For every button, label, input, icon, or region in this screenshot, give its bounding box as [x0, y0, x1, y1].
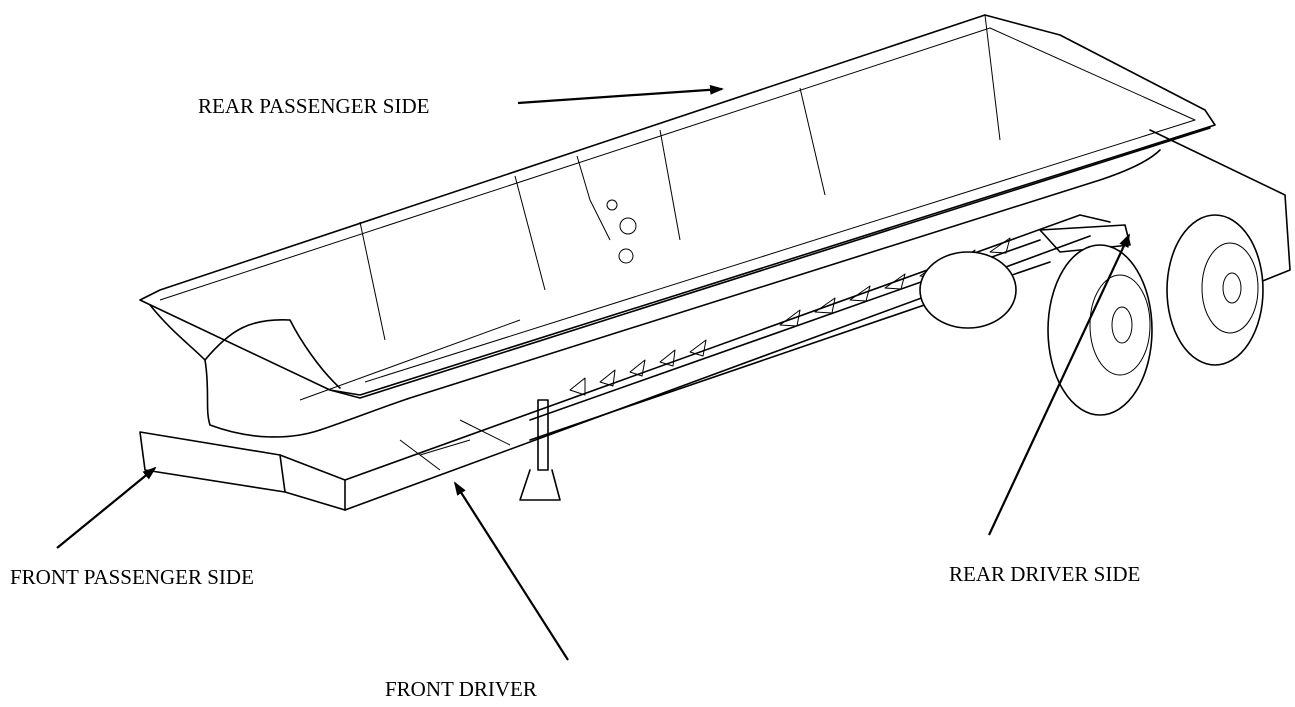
rear-driver-side-label: REAR DRIVER SIDE: [949, 562, 1141, 586]
frame: [139, 129, 1291, 511]
arrow-front-passenger: [56, 466, 157, 549]
front-driver-label: FRONT DRIVER: [385, 677, 537, 701]
arrow-rear-driver: [988, 233, 1130, 536]
dump-body: [139, 14, 1216, 438]
rear-passenger-side-label: REAR PASSENGER SIDE: [198, 94, 430, 118]
arrow-front-driver: [453, 481, 569, 661]
arrow-rear-passenger: [517, 84, 724, 105]
front-passenger-side-label: FRONT PASSENGER SIDE: [10, 565, 254, 589]
wheels: [919, 214, 1264, 416]
